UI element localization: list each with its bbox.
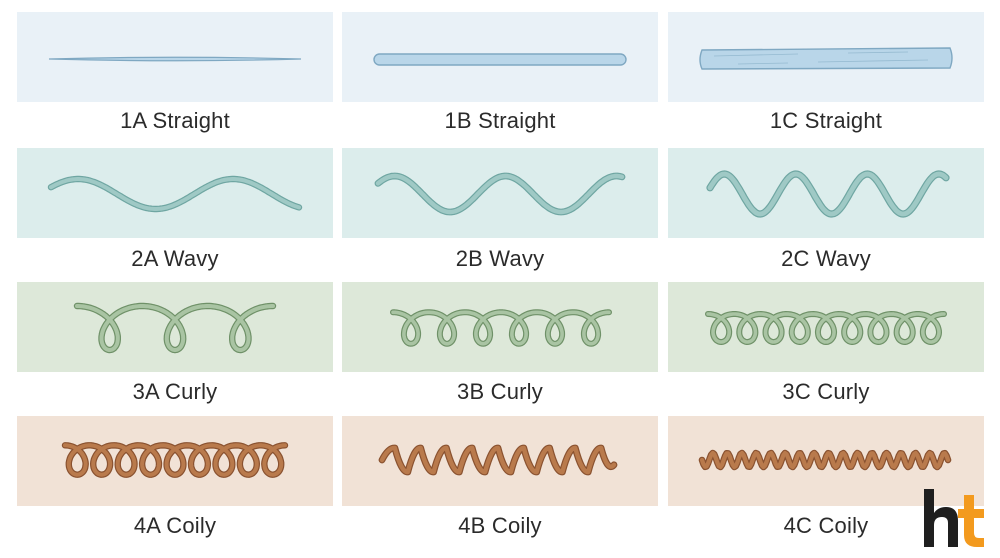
medium-curl-strand-icon xyxy=(390,309,612,347)
tight-wave-strand-icon xyxy=(706,170,950,218)
hair-type-label: 4A Coily xyxy=(133,513,217,538)
hair-illustration-panel xyxy=(342,148,658,238)
hair-illustration-panel xyxy=(17,148,333,238)
hair-illustration-panel xyxy=(17,416,333,506)
hair-type-label: 4C Coily xyxy=(783,513,869,538)
zigzag-coil-strand-icon xyxy=(378,444,618,476)
tight-coil-strand-icon xyxy=(698,449,952,471)
hair-type-label: 1C Straight xyxy=(769,108,883,133)
loose-coil-strand-icon xyxy=(61,442,289,478)
hair-type-label: 1A Straight xyxy=(120,108,230,133)
hair-illustration-panel xyxy=(668,12,984,102)
tight-curl-strand-icon xyxy=(705,311,947,345)
hair-illustration-panel xyxy=(17,282,333,372)
hair-type-label: 2B Wavy xyxy=(455,246,545,271)
thick-straight-strand-icon xyxy=(699,47,953,70)
medium-straight-strand-icon xyxy=(373,53,627,66)
hair-type-label: 3C Curly xyxy=(782,379,870,404)
hair-illustration-panel xyxy=(668,282,984,372)
hair-type-label: 3B Curly xyxy=(457,379,543,404)
logo-t-shape xyxy=(958,495,984,547)
hair-illustration-panel xyxy=(342,282,658,372)
loose-curl-strand-icon xyxy=(73,302,277,354)
hair-type-label: 3A Curly xyxy=(132,379,218,404)
thin-straight-strand-icon xyxy=(48,56,302,62)
hair-illustration-panel xyxy=(17,12,333,102)
logo-h-shape xyxy=(924,489,958,547)
medium-wave-strand-icon xyxy=(374,172,626,216)
hair-type-label: 1B Straight xyxy=(444,108,556,133)
hair-type-label: 2C Wavy xyxy=(781,246,871,271)
hair-illustration-panel xyxy=(342,12,658,102)
hair-type-label: 4B Coily xyxy=(458,513,542,538)
loose-wave-strand-icon xyxy=(47,175,303,213)
ht-logo-icon xyxy=(920,487,986,549)
hair-illustration-panel xyxy=(668,148,984,238)
hair-illustration-panel xyxy=(342,416,658,506)
hair-type-label: 2A Wavy xyxy=(131,246,219,271)
